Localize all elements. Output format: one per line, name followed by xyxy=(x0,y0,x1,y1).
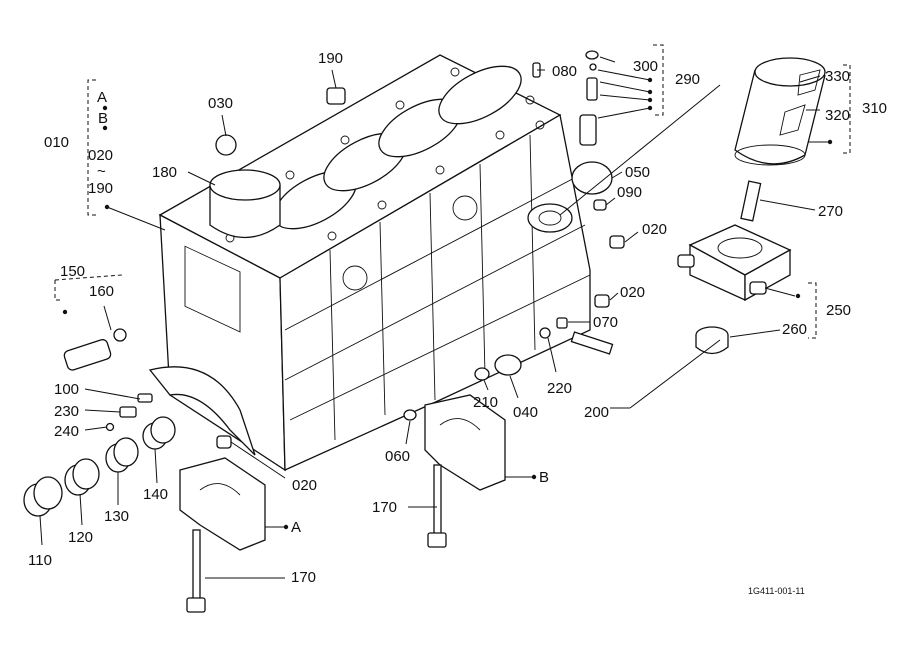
label-250: 250 xyxy=(826,302,851,319)
label-060: 060 xyxy=(385,448,410,465)
label-150: 150 xyxy=(60,263,85,280)
filter-bracket-250 xyxy=(677,224,792,302)
cap-ref-a: A xyxy=(291,519,301,536)
label-310: 310 xyxy=(862,100,887,117)
label-020-bottom: 020 xyxy=(292,477,317,494)
ring-240 xyxy=(105,422,115,432)
plug-020-lower xyxy=(594,294,610,308)
side-port xyxy=(342,265,368,291)
plug-090 xyxy=(593,199,607,211)
bushing-120 xyxy=(64,458,100,496)
block-ribs xyxy=(284,134,591,441)
label-290: 290 xyxy=(675,71,700,88)
block-side-face xyxy=(279,113,591,471)
side-port-2 xyxy=(452,195,478,221)
group-letter-a: A xyxy=(97,89,107,106)
label-260: 260 xyxy=(782,321,807,338)
plug-020-bottom xyxy=(216,435,232,449)
label-020-lower: 020 xyxy=(620,284,645,301)
label-190-group: 190 xyxy=(88,180,113,197)
label-050: 050 xyxy=(625,164,650,181)
label-300: 300 xyxy=(633,58,658,75)
group-tilde: ~ xyxy=(97,163,106,180)
label-320: 320 xyxy=(825,107,850,124)
label-200: 200 xyxy=(584,404,609,421)
bushing-140 xyxy=(142,416,176,450)
label-080: 080 xyxy=(552,63,577,80)
plug-190 xyxy=(326,87,346,105)
bolt-170-b xyxy=(427,464,447,548)
label-090: 090 xyxy=(617,184,642,201)
label-120: 120 xyxy=(68,529,93,546)
label-010: 010 xyxy=(44,134,69,151)
label-070: 070 xyxy=(593,314,618,331)
cylinder-bore-4 xyxy=(438,65,522,125)
pin-100 xyxy=(137,393,153,403)
filter-mount-boss xyxy=(527,203,573,233)
label-180: 180 xyxy=(152,164,177,181)
label-170-right: 170 xyxy=(372,499,397,516)
leader-lines xyxy=(39,56,830,579)
label-240: 240 xyxy=(54,423,79,440)
relief-valve-150 xyxy=(63,328,127,371)
label-210: 210 xyxy=(473,394,498,411)
cap-ref-b: B xyxy=(539,469,549,486)
seal-040 xyxy=(494,354,522,376)
label-230: 230 xyxy=(54,403,79,420)
bushing-110 xyxy=(23,476,63,517)
plug-210 xyxy=(474,367,490,381)
oil-filter-cartridge xyxy=(734,57,826,166)
filter-stud-270 xyxy=(740,180,762,222)
plug-020-right xyxy=(609,235,625,249)
o-ring-260 xyxy=(695,326,729,355)
front-cover-plate xyxy=(184,245,241,333)
plug-030 xyxy=(215,134,237,156)
group-brackets xyxy=(54,44,851,339)
label-130: 130 xyxy=(104,508,129,525)
group-letter-b: B xyxy=(98,110,108,127)
plug-230 xyxy=(119,406,137,418)
label-190: 190 xyxy=(318,50,343,67)
callout-labels: A B 020 ~ 190 010 030 190 180 080 300 29… xyxy=(28,50,887,596)
bolt-170-a xyxy=(186,529,206,613)
bearing-cap-A xyxy=(179,457,266,551)
label-330: 330 xyxy=(825,68,850,85)
label-020-group: 020 xyxy=(88,147,113,164)
label-040: 040 xyxy=(513,404,538,421)
label-140: 140 xyxy=(143,486,168,503)
label-020-right: 020 xyxy=(642,221,667,238)
drawing-code: 1G411-001-11 xyxy=(748,586,805,596)
label-100: 100 xyxy=(54,381,79,398)
label-110: 110 xyxy=(28,552,52,569)
label-030: 030 xyxy=(208,95,233,112)
bushing-130 xyxy=(105,437,139,473)
bearing-cap-B xyxy=(424,394,506,491)
bolt-220 xyxy=(539,327,614,355)
leader-dots xyxy=(62,77,833,530)
plug-070 xyxy=(556,317,568,329)
label-160: 160 xyxy=(89,283,114,300)
label-220: 220 xyxy=(547,380,572,397)
pressure-switch-group xyxy=(532,50,599,146)
label-270: 270 xyxy=(818,203,843,220)
cylinder-liner xyxy=(209,169,281,238)
label-170-left: 170 xyxy=(291,569,316,586)
plug-060 xyxy=(403,409,417,421)
crank-web xyxy=(148,366,256,456)
